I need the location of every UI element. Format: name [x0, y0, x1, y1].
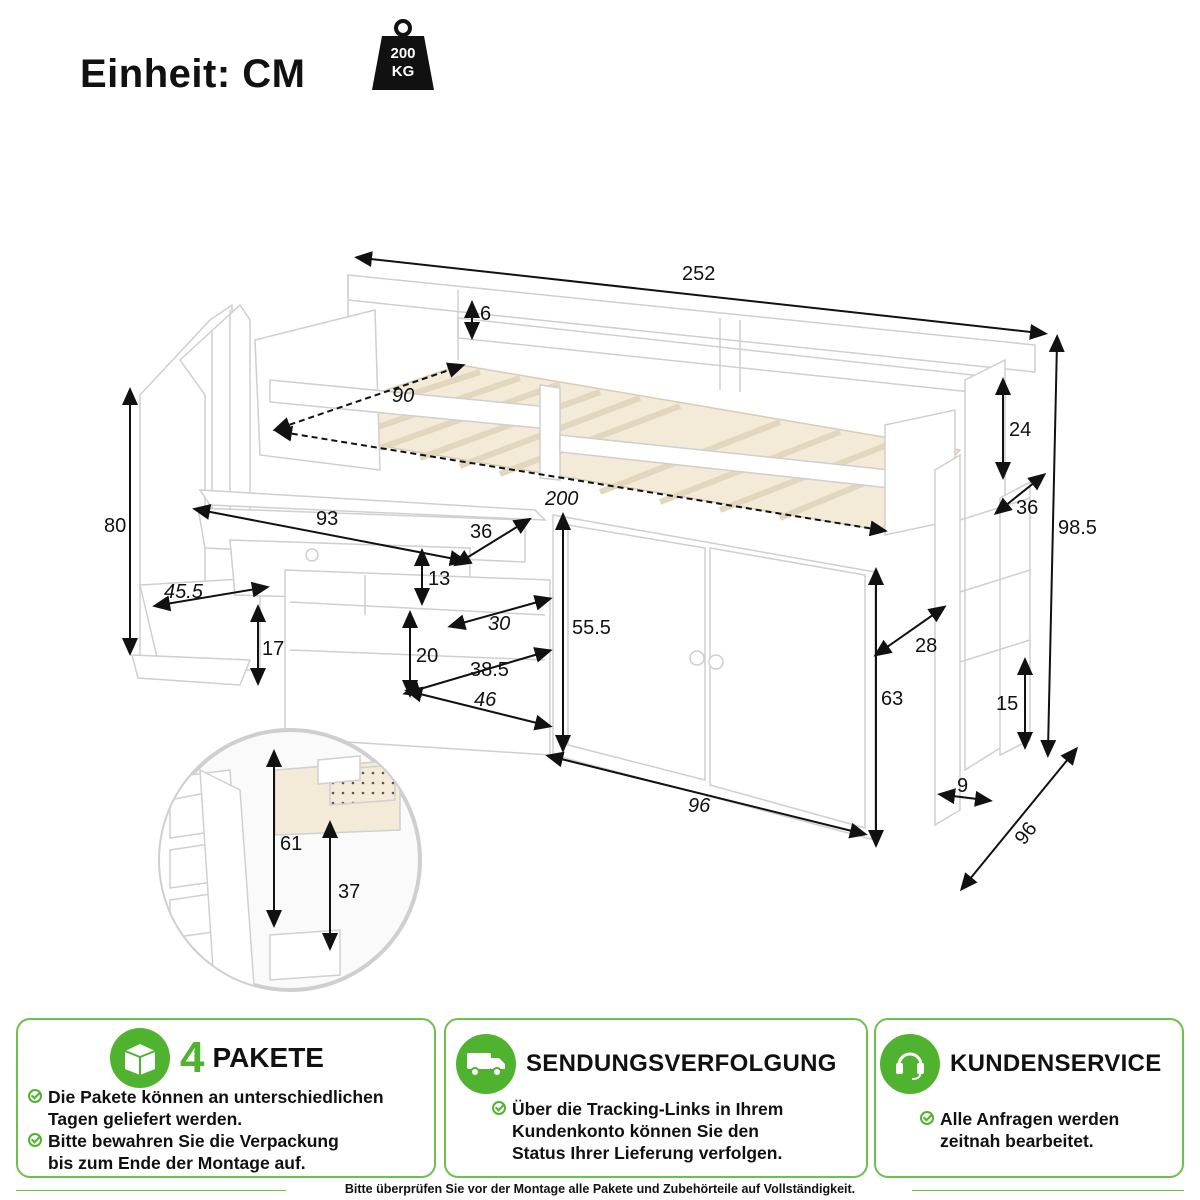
dim-ladder-width: 9	[957, 775, 968, 797]
dim-ladder-step: 15	[996, 693, 1018, 715]
panel-packages: 4 PAKETE Die Pakete können an unterschie…	[16, 1018, 436, 1178]
dim-stair-height: 80	[104, 515, 126, 537]
dim-desk-depth: 36	[470, 521, 492, 543]
check-icon	[28, 1133, 42, 1147]
panel-line: Die Pakete können an unterschiedlichen	[48, 1087, 384, 1107]
panel-service: KUNDENSERVICE Alle Anfragen werden zeitn…	[874, 1018, 1184, 1178]
box-icon	[110, 1028, 170, 1088]
panel-line: zeitnah bearbeitet.	[940, 1131, 1094, 1151]
dim-detail-1: 61	[280, 833, 302, 855]
panel-tracking: SENDUNGSVERFOLGUNG Über die Tracking-Lin…	[444, 1018, 868, 1178]
panel-line: Kundenkonto können Sie den	[512, 1121, 759, 1141]
dim-ladder-top: 24	[1009, 419, 1031, 441]
dim-step-height: 17	[262, 638, 284, 660]
dim-desk-length: 93	[316, 508, 338, 530]
dim-ladder-depth: 36	[1016, 497, 1038, 519]
check-icon	[28, 1089, 42, 1103]
package-count: 4	[180, 1033, 205, 1082]
panel-line: Status Ihrer Lieferung verfolgen.	[512, 1143, 783, 1163]
detail-inset: 61 37	[158, 728, 422, 992]
panel-line: Alle Anfragen werden	[940, 1109, 1120, 1129]
dim-shelf-depth: 30	[488, 613, 510, 635]
dim-step-depth: 45.5	[164, 581, 204, 603]
dim-under-height: 63	[881, 688, 903, 710]
weight-icon: 200 KG	[368, 18, 438, 94]
dim-total-height: 98.5	[1058, 517, 1097, 539]
panel-line: Über die Tracking-Links in Ihrem	[512, 1099, 784, 1119]
footer: Bitte überprüfen Sie vor der Montage all…	[0, 1182, 1200, 1198]
dim-total-length: 252	[682, 263, 715, 285]
weight-value: 200	[390, 45, 416, 62]
dim-shelf-inner: 38.5	[470, 659, 509, 681]
unit-title: Einheit: CM	[80, 52, 306, 96]
headset-icon	[880, 1034, 940, 1094]
dim-mattress-length: 200	[544, 488, 578, 510]
dim-detail-2: 37	[338, 881, 360, 903]
dim-side-depth: 28	[915, 635, 937, 657]
dim-cabinet-height: 55.5	[572, 617, 611, 639]
bed-diagram: 252 6 90 200 80 93 36 13 45.5 17 30 20 3…	[104, 251, 1097, 992]
panel-line: Tagen geliefert werden.	[48, 1109, 243, 1129]
check-icon	[492, 1101, 506, 1115]
dim-cabinet-width: 96	[688, 795, 711, 817]
panel-line: Bitte bewahren Sie die Verpackung	[48, 1131, 339, 1151]
dim-guard-gap: 6	[480, 303, 491, 325]
weight-unit: KG	[391, 63, 415, 80]
panel-title-tracking: SENDUNGSVERFOLGUNG	[526, 1050, 837, 1077]
truck-icon	[456, 1034, 516, 1094]
dimension-lines	[122, 251, 1079, 892]
footer-note: Bitte überprüfen Sie vor der Montage all…	[338, 1182, 862, 1196]
dim-shelf-width: 46	[474, 689, 497, 711]
check-icon	[920, 1111, 934, 1125]
panel-title-service: KUNDENSERVICE	[950, 1050, 1162, 1077]
panel-line: bis zum Ende der Montage auf.	[48, 1153, 306, 1173]
dim-shelf-height: 20	[416, 645, 438, 667]
panel-title-packages: PAKETE	[212, 1042, 324, 1073]
dim-drawer-height: 13	[428, 568, 450, 590]
dim-mattress-width: 90	[392, 385, 414, 407]
